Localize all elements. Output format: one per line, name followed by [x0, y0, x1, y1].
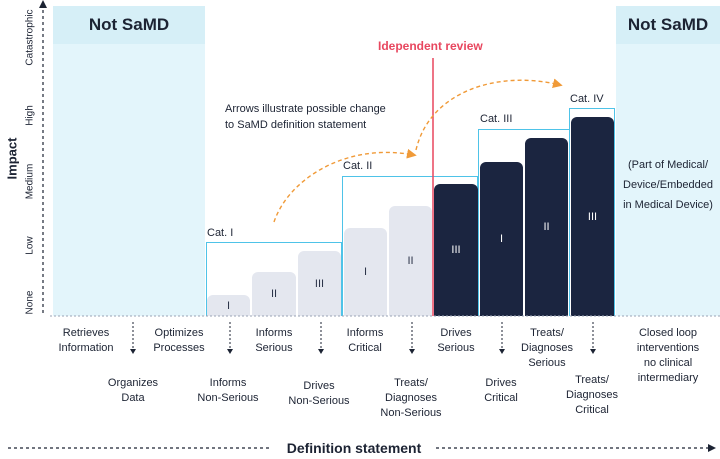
bar-label: III [314, 277, 325, 290]
bar-drives-serious: III [434, 184, 478, 316]
bar-label: I [499, 233, 504, 245]
x-axis-title: Definition statement [286, 440, 422, 456]
bar-informs-serious: II [252, 272, 296, 316]
statement-line: Informs [209, 377, 247, 389]
statement-informs-serious: Informs Serious [238, 326, 310, 356]
statement-informs-non-serious: Informs Non-Serious [192, 376, 264, 406]
statement-line: Drives [440, 327, 472, 339]
statement-line: Critical [348, 342, 382, 354]
bar-treats-serious: II [525, 138, 568, 316]
statement-line: Serious [528, 357, 566, 369]
cat-1-label: Cat. I [207, 227, 234, 239]
cat-2-label: Cat. II [343, 160, 373, 172]
bar-informs-critical: I [344, 228, 387, 316]
statement-drives-serious: Drives Serious [420, 326, 492, 356]
cat-4-label: Cat. IV [570, 93, 604, 105]
statement-drives-non-serious: Drives Non-Serious [283, 379, 355, 409]
statement-line: Diagnoses [385, 392, 437, 404]
statement-line: Data [121, 392, 145, 404]
statement-treats-critical: Treats/ Diagnoses Critical [556, 373, 628, 418]
statement-organizes-data: Organizes Data [97, 376, 169, 406]
left-not-samd-title: Not SaMD [53, 6, 205, 44]
right-note-line1: (Part of Medical/ [627, 159, 709, 171]
statement-line: Informs [255, 327, 293, 339]
statement-line: Critical [575, 404, 609, 416]
statement-line: Non-Serious [380, 407, 442, 419]
bar-label: II [407, 255, 414, 267]
statement-line: Treats/ [394, 377, 428, 389]
statement-line: Optimizes [154, 327, 204, 339]
statement-line: Serious [255, 342, 293, 354]
statement-line: Information [58, 342, 114, 354]
statement-line: interventions [636, 342, 700, 354]
statement-line: Drives [485, 377, 517, 389]
bar-label: I [363, 266, 368, 278]
statement-closed-loop: Closed loop interventions no clinical in… [626, 326, 710, 386]
statement-retrieves-information: Retrieves Information [50, 326, 122, 356]
statement-optimizes-processes: Optimizes Processes [143, 326, 215, 356]
bar-label: III [587, 210, 598, 223]
independent-review-line [432, 58, 434, 316]
arrow-cat2-to-cat4 [415, 78, 563, 151]
bar-label: I [226, 299, 231, 312]
tick-arrow-treats-non-serious [409, 322, 415, 354]
statement-treats-non-serious: Treats/ Diagnoses Non-Serious [373, 376, 449, 421]
statement-line: Treats/ [530, 327, 564, 339]
bar-drives-critical: I [480, 162, 523, 316]
statement-line: Non-Serious [288, 395, 350, 407]
statement-line: Treats/ [575, 374, 609, 386]
bar-label: III [451, 244, 461, 256]
arrow-cat1-to-cat2 [273, 148, 417, 223]
statement-line: intermediary [637, 372, 699, 384]
statement-line: Retrieves [62, 327, 110, 339]
statement-treats-serious: Treats/ Diagnoses Serious [511, 326, 583, 371]
statement-line: Diagnoses [566, 389, 618, 401]
bar-treats-critical: III [571, 117, 614, 316]
tick-arrow-drives-critical [499, 322, 505, 354]
left-not-samd-zone [53, 6, 205, 316]
bar-informs-non-serious: I [207, 295, 250, 316]
bar-drives-non-serious: III [298, 251, 341, 316]
right-not-samd-zone [616, 6, 720, 316]
statement-informs-critical: Informs Critical [329, 326, 401, 356]
statement-line: Serious [437, 342, 475, 354]
baseline [50, 315, 720, 317]
statement-drives-critical: Drives Critical [465, 376, 537, 406]
statement-line: Drives [303, 380, 335, 392]
bar-label: II [270, 288, 278, 300]
statement-line: Critical [484, 392, 518, 404]
statement-line: Informs [346, 327, 384, 339]
right-note-line2: Device/Embedded [623, 179, 713, 191]
tick-arrow-treats-critical [590, 322, 596, 354]
x-axis-line [8, 444, 716, 452]
independent-review-label: Idependent review [378, 39, 483, 53]
statement-line: Diagnoses [521, 342, 573, 354]
cat-1-box [206, 242, 342, 316]
statement-line: Organizes [107, 377, 159, 389]
statement-line: Closed loop [638, 327, 698, 339]
cat-4-box [569, 108, 615, 316]
cat-3-label: Cat. III [480, 113, 513, 125]
tick-arrow-drives-non-serious [318, 322, 324, 354]
arrow-note-line1: Arrows illustrate possible change [225, 103, 386, 115]
arrow-note-line2: to SaMD definition statement [225, 119, 367, 131]
right-not-samd-title: Not SaMD [616, 6, 720, 44]
statement-line: Processes [153, 342, 205, 354]
bar-label: II [543, 221, 550, 233]
statement-line: Non-Serious [197, 392, 259, 404]
bar-treats-non-serious: II [389, 206, 432, 316]
statement-line: no clinical [643, 357, 693, 369]
y-axis-line [39, 0, 47, 316]
right-note-line3: in Medical Device) [623, 199, 713, 211]
tick-arrow-organizes [130, 322, 136, 354]
tick-arrow-informs-non-serious [227, 322, 233, 354]
